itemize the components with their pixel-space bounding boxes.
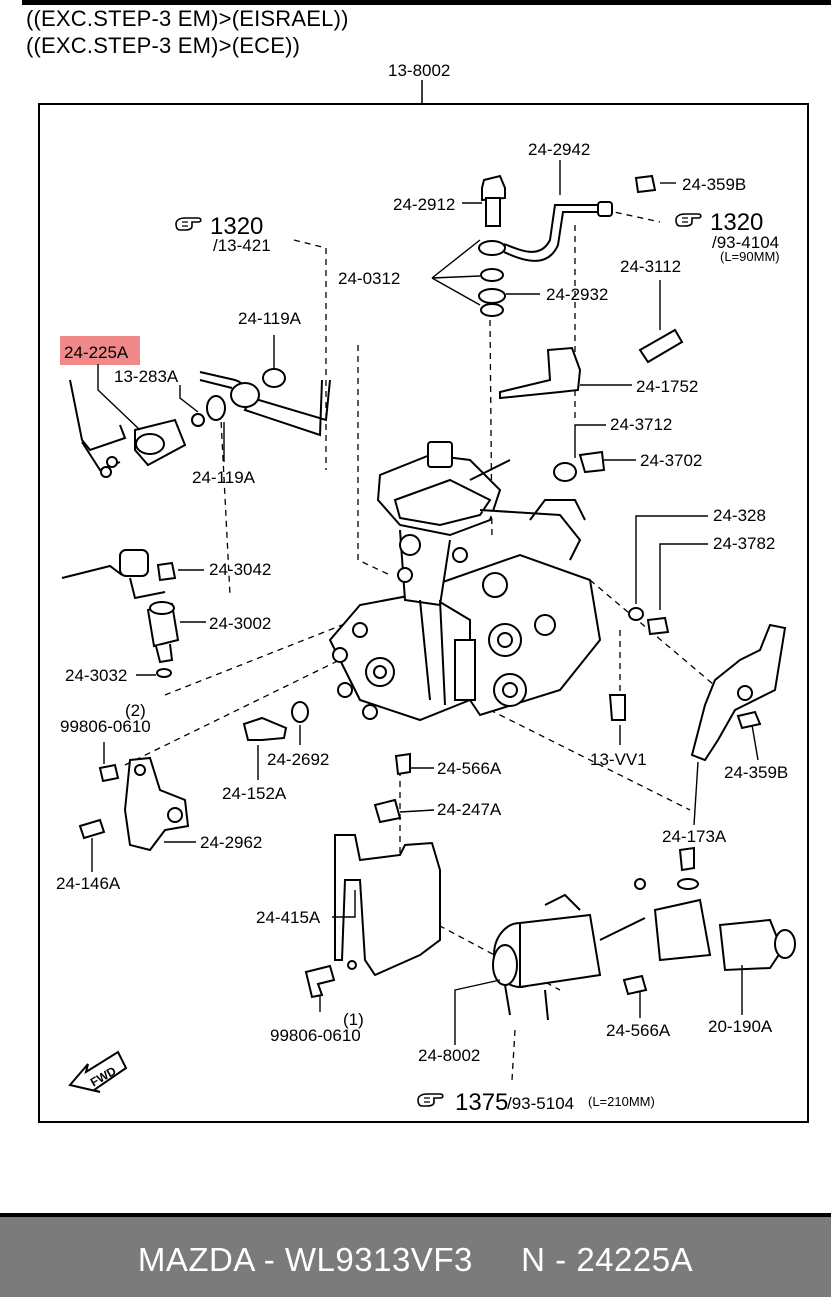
label-24-3002: 24-3002 — [209, 614, 271, 633]
footer-bar: MAZDA - WL9313VF3 N - 24225A — [0, 1213, 831, 1297]
label-ref-1320-right: 1320 — [710, 209, 763, 236]
callout-labels: 13-8002 24-2942 24-359B 24-2912 1320 /13… — [56, 61, 788, 1116]
label-24-3702: 24-3702 — [640, 451, 702, 470]
reference-hand-icon — [175, 217, 202, 231]
diagram-frame — [38, 103, 809, 1123]
label-24-328: 24-328 — [713, 506, 766, 525]
label-24-3032: 24-3032 — [65, 666, 127, 685]
label-qty-1: (1) — [343, 1010, 364, 1029]
label-ref-93-5104: /93-5104 — [507, 1094, 574, 1113]
label-24-225a: 24-225A — [64, 343, 129, 362]
label-24-173a: 24-173A — [662, 827, 727, 846]
label-24-2692: 24-2692 — [267, 750, 329, 769]
label-13-vv1: 13-VV1 — [590, 750, 647, 769]
top-rule — [22, 0, 831, 5]
header-condition-1: ((EXC.STEP-3 EM)>(EISRAEL)) — [26, 6, 349, 31]
label-99806-0610-top: 99806-0610 — [60, 717, 151, 736]
label-24-2932: 24-2932 — [546, 285, 608, 304]
bottom-parts — [304, 607, 796, 1021]
label-24-247a: 24-247A — [437, 800, 502, 819]
label-24-119a-bottom: 24-119A — [192, 468, 256, 487]
label-ref-1320-left: 1320 — [210, 213, 263, 240]
label-24-3782: 24-3782 — [713, 534, 775, 553]
header-condition-2: ((EXC.STEP-3 EM)>(ECE)) — [26, 33, 301, 58]
injection-pump — [328, 441, 602, 722]
label-24-2912: 24-2912 — [393, 195, 455, 214]
label-99806-0610-bottom: 99806-0610 — [270, 1026, 361, 1045]
parts-diagram: FWD — [38, 61, 809, 1123]
label-24-8002: 24-8002 — [418, 1046, 480, 1065]
label-24-152a: 24-152A — [222, 784, 287, 803]
label-13-283a: 13-283A — [114, 367, 179, 386]
label-ref-1375: 1375 — [455, 1089, 508, 1116]
left-top-parts — [69, 368, 331, 478]
label-24-2942: 24-2942 — [528, 140, 590, 159]
label-ref-13-421: /13-421 — [213, 236, 271, 255]
left-middle-parts — [61, 549, 309, 852]
label-ref-90mm: (L=90MM) — [720, 249, 780, 264]
highlighted-part-box — [60, 336, 140, 365]
reference-hand-icon — [417, 1093, 444, 1107]
label-24-566a-bottom: 24-566A — [606, 1021, 671, 1040]
label-assembly: 13-8002 — [388, 61, 450, 80]
leader-lines — [91, 160, 759, 1045]
label-24-119a-top: 24-119A — [238, 309, 302, 328]
label-qty-2: (2) — [125, 701, 146, 720]
label-24-146a: 24-146A — [56, 874, 121, 893]
label-24-3712: 24-3712 — [610, 415, 672, 434]
top-fittings — [478, 174, 684, 482]
label-20-190a: 20-190A — [708, 1017, 773, 1036]
label-24-2962: 24-2962 — [200, 833, 262, 852]
label-24-415a: 24-415A — [256, 908, 321, 927]
label-24-1752: 24-1752 — [636, 377, 698, 396]
label-24-566a-top: 24-566A — [437, 759, 502, 778]
label-ref-210mm: (L=210MM) — [588, 1094, 655, 1109]
label-ref-93-4104: /93-4104 — [712, 233, 779, 252]
fwd-arrow: FWD — [68, 1050, 128, 1093]
label-24-3112: 24-3112 — [620, 257, 681, 276]
footer-part-info: MAZDA - WL9313VF3 N - 24225A — [137, 1241, 694, 1278]
label-24-0312: 24-0312 — [338, 269, 400, 288]
reference-hand-icon — [675, 213, 702, 227]
label-24-359b-bottom: 24-359B — [724, 763, 788, 782]
label-24-3042: 24-3042 — [209, 560, 271, 579]
label-24-359b-top: 24-359B — [682, 175, 746, 194]
